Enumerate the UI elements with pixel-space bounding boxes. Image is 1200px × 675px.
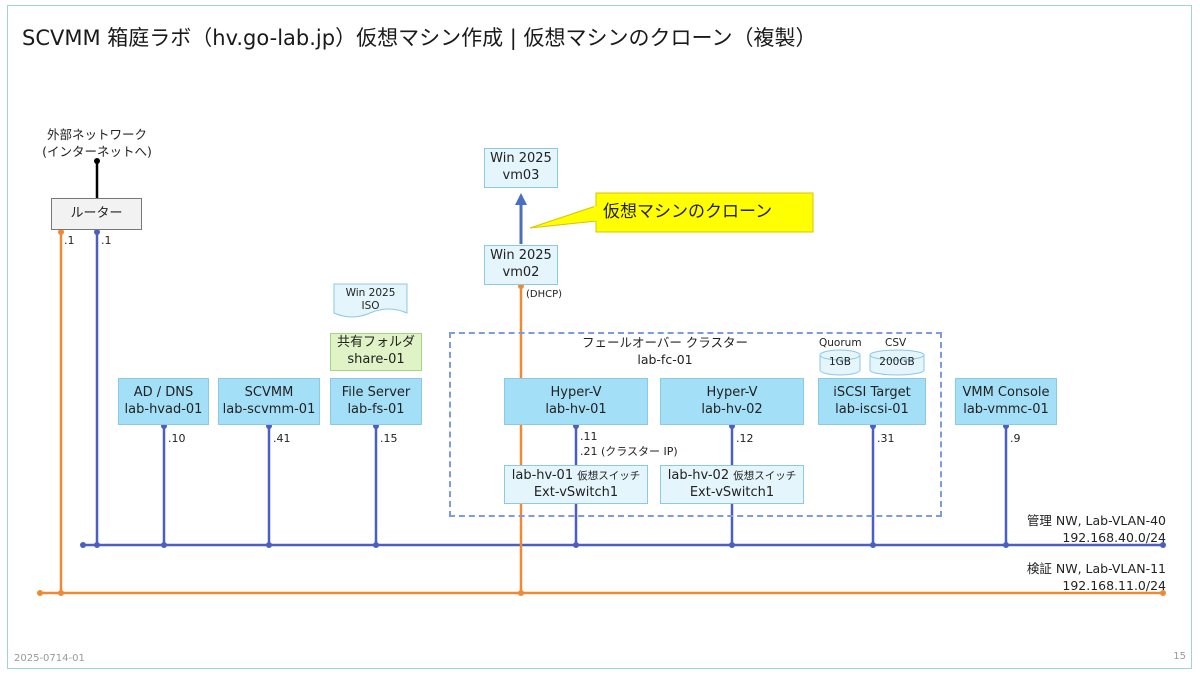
csv-label: CSV	[885, 337, 907, 349]
server-role: iSCSI Target	[833, 384, 911, 400]
mgmt-nw-label: 管理 NW, Lab-VLAN-40 192.168.40.0/24	[1027, 513, 1166, 547]
ip-iscsi: .31	[877, 432, 895, 445]
test-nw-name: 検証 NW, Lab-VLAN-11	[1026, 561, 1166, 576]
vswitch-type: 仮想スイッチ	[577, 469, 641, 482]
server-hostname: lab-scvmm-01	[222, 401, 316, 417]
server-role: File Server	[341, 384, 411, 400]
ip-ad: .10	[168, 432, 186, 445]
server-hostname: lab-vmmc-01	[963, 401, 1049, 417]
test-nw-subnet: 192.168.11.0/24	[1062, 577, 1166, 593]
mgmt-nw-subnet: 192.168.40.0/24	[1062, 529, 1166, 545]
server-hostname: lab-hv-01	[545, 401, 607, 417]
vm03-name: vm03	[502, 168, 540, 183]
server-hostname: lab-hvad-01	[124, 401, 203, 417]
router-ip-test: .1	[64, 234, 75, 247]
csv-size: 200GB	[879, 356, 915, 368]
callout-text: 仮想マシンのクローン	[603, 202, 773, 222]
quorum-size: 1GB	[828, 356, 852, 368]
cluster-label: フェールオーバー クラスター lab-fc-01	[560, 335, 770, 369]
test-nw-label: 検証 NW, Lab-VLAN-11 192.168.11.0/24	[1027, 561, 1166, 595]
server-role: VMM Console	[962, 384, 1050, 400]
server-hyperv-02[interactable]: Hyper-V lab-hv-02	[660, 378, 804, 425]
vswitch-hv02[interactable]: lab-hv-02 仮想スイッチ Ext-vSwitch1	[660, 465, 804, 504]
ip-fs: .15	[380, 432, 398, 445]
callout-join	[594, 206, 598, 221]
server-iscsi-target[interactable]: iSCSI Target lab-iscsi-01	[818, 378, 926, 425]
vswitch-name: Ext-vSwitch1	[689, 484, 775, 500]
server-role: AD / DNS	[133, 384, 194, 400]
iso-line1: Win 2025	[345, 287, 396, 299]
router-box[interactable]: ルーター	[51, 198, 142, 230]
vswitch-host: lab-hv-01	[511, 467, 574, 483]
vswitch-name: Ext-vSwitch1	[533, 484, 619, 500]
server-hostname: lab-fs-01	[347, 401, 405, 417]
page-title: SCVMM 箱庭ラボ（hv.go-lab.jp）仮想マシン作成 | 仮想マシンの…	[22, 26, 817, 50]
external-link-dot	[94, 158, 100, 164]
vm03-os: Win 2025	[490, 151, 552, 167]
mgmt-nw-name: 管理 NW, Lab-VLAN-40	[1026, 513, 1166, 528]
server-hostname: lab-hv-02	[701, 401, 763, 417]
external-network-line2: (インターネットへ)	[42, 143, 152, 159]
vm02-os: Win 2025	[490, 248, 552, 264]
server-role: Hyper-V	[706, 384, 758, 400]
ip-hv02: .12	[736, 432, 754, 445]
quorum-label: Quorum	[819, 337, 862, 349]
server-vmm-console[interactable]: VMM Console lab-vmmc-01	[955, 378, 1057, 425]
external-network-label: 外部ネットワーク (インターネットへ)	[38, 127, 156, 161]
slide-frame	[7, 5, 1192, 669]
failover-cluster-frame	[449, 332, 942, 517]
share-folder-name: share-01	[347, 352, 405, 367]
vswitch-host: lab-hv-02	[667, 467, 730, 483]
vm02-box[interactable]: Win 2025 vm02	[484, 245, 558, 285]
ip-hv01: .11	[580, 430, 598, 443]
iso-label: Win 2025 ISO	[334, 287, 407, 313]
callout-pointer	[529, 205, 597, 229]
server-role: Hyper-V	[550, 384, 602, 400]
share-folder-box[interactable]: 共有フォルダ share-01	[330, 333, 422, 371]
ip-vmmc: .9	[1010, 432, 1021, 445]
server-file-server[interactable]: File Server lab-fs-01	[330, 378, 422, 425]
iso-document-shape	[333, 283, 408, 318]
ip-scvmm: .41	[273, 432, 291, 445]
router-label: ルーター	[70, 205, 123, 221]
callout-box	[595, 192, 814, 233]
cluster-type: フェールオーバー クラスター	[581, 335, 749, 350]
csv-disk-icon	[869, 349, 925, 376]
server-scvmm[interactable]: SCVMM lab-scvmm-01	[218, 378, 320, 425]
vm02-name: vm02	[502, 265, 540, 280]
server-ad-dns[interactable]: AD / DNS lab-hvad-01	[118, 378, 209, 425]
external-network-line1: 外部ネットワーク	[46, 127, 147, 142]
server-role: SCVMM	[244, 384, 294, 400]
quorum-disk-icon	[819, 349, 861, 376]
doc-id: 2025-0714-01	[14, 653, 85, 664]
ip-cluster: .21 (クラスター IP)	[580, 445, 678, 458]
server-hostname: lab-iscsi-01	[835, 401, 909, 417]
vm02-dhcp-note: (DHCP)	[526, 289, 563, 300]
share-folder-label: 共有フォルダ	[336, 335, 415, 351]
iso-line2: ISO	[361, 300, 380, 313]
vswitch-type: 仮想スイッチ	[733, 469, 797, 482]
page-number: 15	[1173, 651, 1186, 662]
router-ip-mgmt: .1	[101, 234, 112, 247]
vm03-box[interactable]: Win 2025 vm03	[484, 148, 558, 188]
clone-arrow-head	[515, 193, 527, 205]
server-hyperv-01[interactable]: Hyper-V lab-hv-01	[504, 378, 648, 425]
cluster-name: lab-fc-01	[637, 351, 693, 367]
vswitch-hv01[interactable]: lab-hv-01 仮想スイッチ Ext-vSwitch1	[504, 465, 648, 504]
